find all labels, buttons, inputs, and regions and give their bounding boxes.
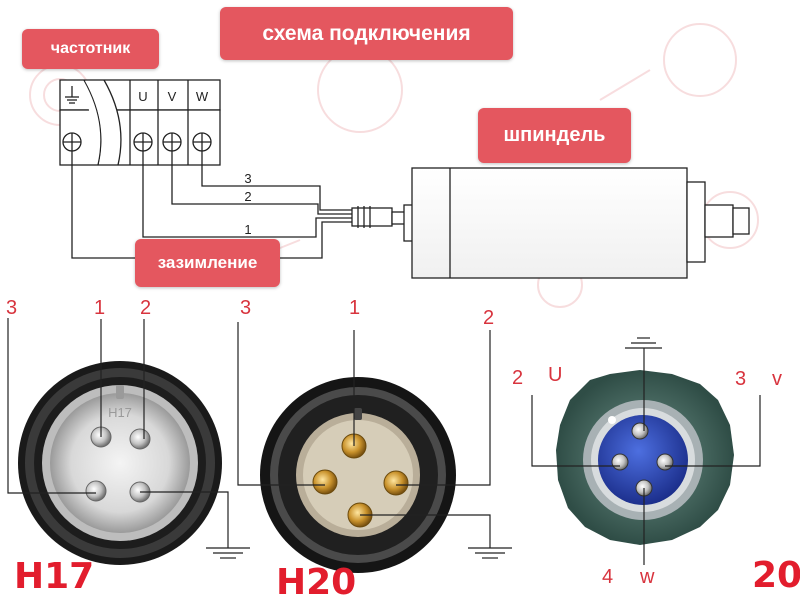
gx20-pin-2-label: 2 — [512, 367, 524, 389]
wire-v — [171, 151, 360, 215]
h20-pin-1-label: 1 — [349, 297, 361, 319]
terminal-v-label: V — [168, 89, 177, 104]
wire-w — [201, 151, 360, 211]
h17-pin-leaders — [7, 318, 250, 559]
gx20-phase-v-label: v — [772, 368, 782, 390]
h17-pin-1-label: 1 — [94, 297, 106, 319]
h20-pin-3-label: 3 — [240, 297, 252, 319]
h17-model-label: H17 — [14, 556, 95, 597]
wire-number-1: 1 — [244, 222, 251, 237]
gx20-pin-4-label: 4 — [602, 566, 614, 588]
terminal-u-label: U — [138, 89, 147, 104]
wire-number-3: 3 — [244, 171, 251, 186]
vfd-terminal-block — [59, 79, 221, 166]
wire-number-2: 2 — [244, 189, 251, 204]
h17-insert-text: H17 — [108, 405, 132, 420]
vfd-label: частотник — [22, 29, 159, 69]
gx20-connector-image — [556, 370, 734, 545]
h20-pin-2-label: 2 — [483, 307, 495, 329]
wire-lines — [71, 151, 360, 259]
h17-connector-image: H17 — [18, 361, 222, 565]
h17-pin-3-label: 3 — [6, 297, 18, 319]
diagram-title: схема подключения — [220, 7, 513, 60]
spindle-motor — [351, 167, 750, 279]
gx20-phase-w-label: w — [640, 566, 655, 588]
gx20-pin-leaders — [531, 337, 761, 565]
wire-u — [142, 151, 360, 238]
gx20-pin-3-label: 3 — [735, 368, 747, 390]
gx20-phase-u-label: U — [548, 364, 563, 386]
h17-pin-2-label: 2 — [140, 297, 152, 319]
h20-pin-leaders — [237, 322, 512, 559]
ground-label: зазимление — [135, 239, 280, 287]
spindle-label: шпиндель — [478, 108, 631, 163]
h20-model-label: H20 — [276, 562, 357, 603]
gx20-model-label: 20 — [752, 555, 800, 596]
wire-ground — [71, 151, 360, 259]
h20-connector-image — [260, 377, 456, 573]
ground-terminal-icon — [65, 86, 79, 104]
terminal-w-label: W — [196, 89, 209, 104]
